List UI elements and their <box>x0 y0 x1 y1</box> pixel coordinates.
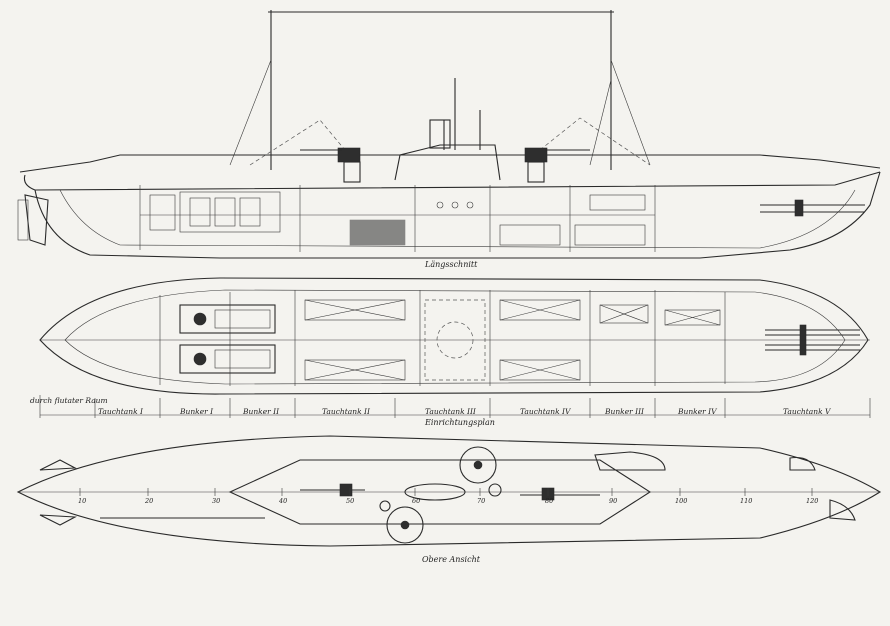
frame-number: 10 <box>78 497 87 505</box>
aft-gun-mount <box>524 147 590 183</box>
frame-number: 90 <box>609 497 618 505</box>
longitudinal-section-view <box>17 10 881 259</box>
frame-number: 60 <box>412 497 421 505</box>
compartment-label: Bunker I <box>180 407 214 416</box>
frame-number: 110 <box>740 497 753 505</box>
compartment-label: Bunker IV <box>678 407 717 416</box>
top-view <box>16 435 882 547</box>
frame-number: 80 <box>545 497 554 505</box>
compartment-label: Bunker II <box>243 407 280 416</box>
frame-number: 40 <box>279 497 288 505</box>
frame-number: 50 <box>346 497 355 505</box>
diesel-engines-plan <box>179 304 276 374</box>
compartment-label: Tauchtank IV <box>520 407 571 416</box>
top-view-caption: Obere Ansicht <box>422 555 480 564</box>
storage-compartments <box>304 299 721 381</box>
compartment-label: Tauchtank III <box>425 407 476 416</box>
gun-platforms-top <box>379 446 502 544</box>
frame-ticks <box>79 488 813 496</box>
frame-number: 20 <box>145 497 154 505</box>
compartment-label: durch flutater Raum <box>30 396 108 405</box>
forward-gun-mount <box>300 147 361 183</box>
arrangement-plan-view <box>39 277 871 418</box>
compartment-label: Bunker III <box>605 407 645 416</box>
engine-room-machinery <box>149 191 281 233</box>
longitudinal-section-caption: Längsschnitt <box>425 260 478 269</box>
frame-number: 30 <box>212 497 221 505</box>
compartment-label: Tauchtank I <box>98 407 143 416</box>
compartment-label: Tauchtank V <box>783 407 831 416</box>
battery-cells <box>349 194 646 246</box>
frame-number: 120 <box>806 497 819 505</box>
bow-torpedo-tubes-plan <box>765 324 860 356</box>
compartment-label: Tauchtank II <box>322 407 370 416</box>
frame-number: 100 <box>675 497 688 505</box>
frame-number: 70 <box>477 497 486 505</box>
arrangement-plan-caption: Einrichtungsplan <box>425 418 495 427</box>
